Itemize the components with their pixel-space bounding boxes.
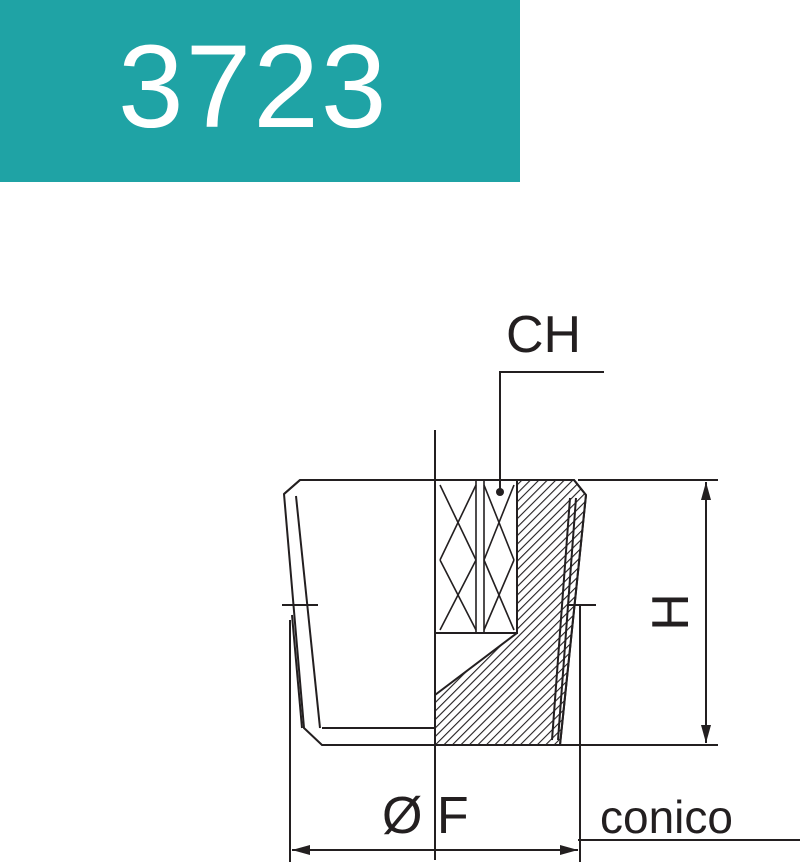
- h-arrow-bottom: [701, 725, 711, 743]
- conico-label: conico: [600, 791, 733, 843]
- left-thread-line: [291, 614, 303, 729]
- left-inner-edge: [295, 495, 321, 729]
- right-thread-line: [551, 497, 571, 741]
- section-hatch: [434, 479, 588, 746]
- right-thread-line-2: [557, 497, 577, 741]
- product-code-banner: 3723: [0, 0, 520, 182]
- ch-leader: [499, 371, 604, 492]
- f-arrow-left: [292, 845, 310, 855]
- hex-cross-marks: [439, 484, 515, 631]
- f-arrow-right: [560, 845, 578, 855]
- chamfer-line-top: [283, 479, 301, 495]
- diameter-label: Ø F: [382, 787, 469, 845]
- h-label: H: [642, 593, 700, 631]
- ch-label: CH: [506, 306, 581, 364]
- h-arrow-top: [701, 482, 711, 500]
- product-code: 3723: [118, 21, 389, 153]
- ch-leader-dot: [496, 488, 504, 496]
